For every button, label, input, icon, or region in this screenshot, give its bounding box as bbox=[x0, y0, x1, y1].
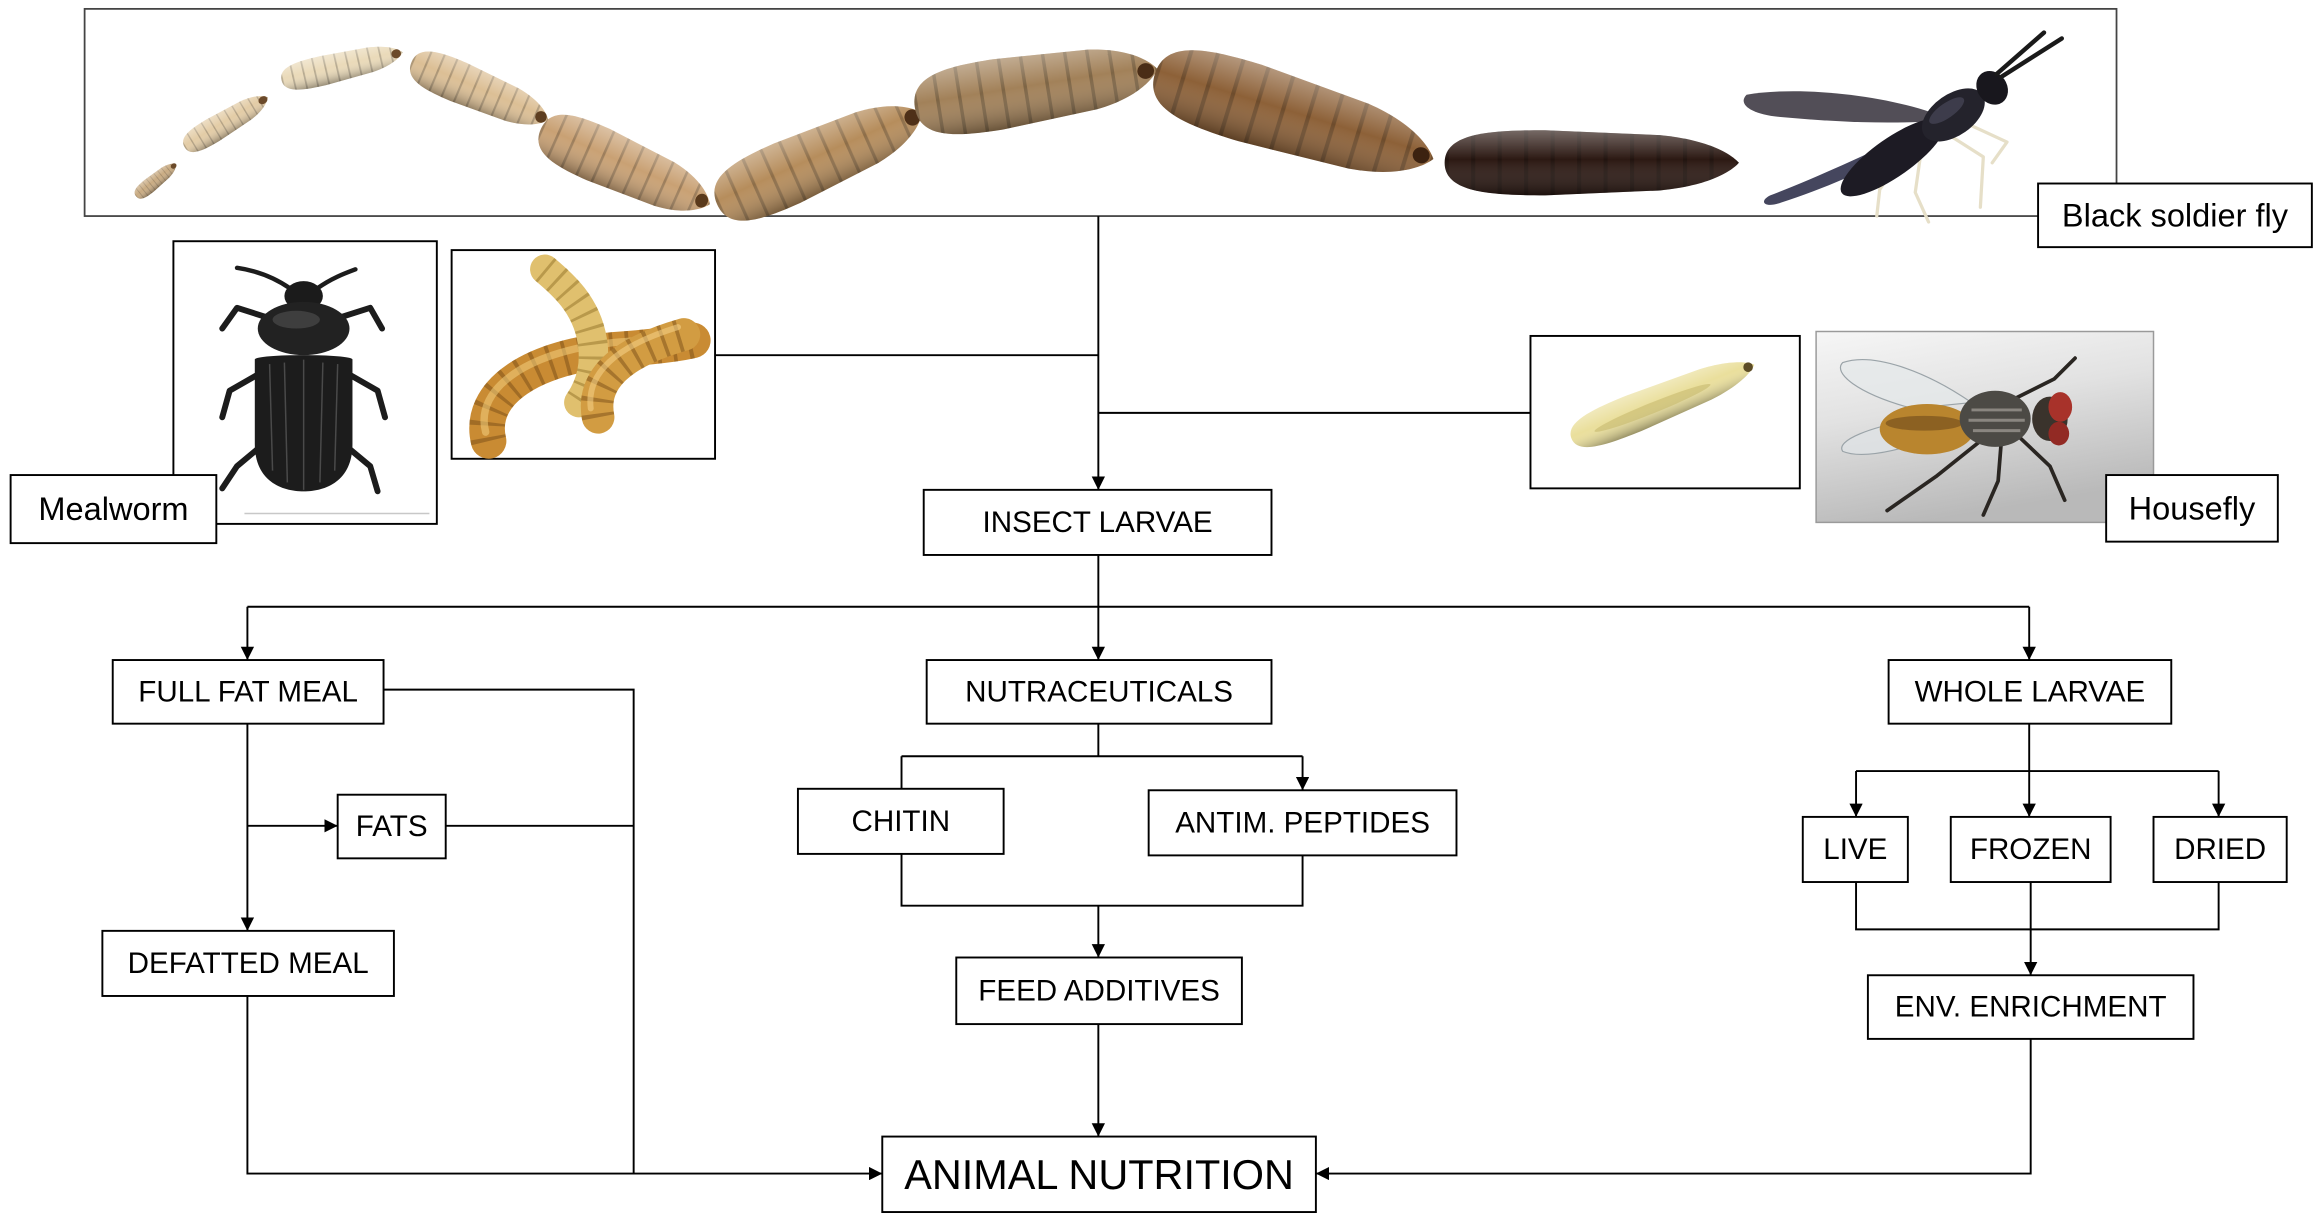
mealworm-larvae-photo bbox=[452, 250, 715, 459]
nutraceuticals-label: NUTRACEUTICALS bbox=[965, 675, 1233, 708]
beetle-antenna bbox=[317, 269, 355, 288]
black-soldier-fly-adult bbox=[1744, 33, 2062, 222]
bsf-larva-stage-8 bbox=[1143, 36, 1445, 198]
dried-label: DRIED bbox=[2174, 833, 2266, 866]
animal-nutrition-label: ANIMAL NUTRITION bbox=[904, 1151, 1294, 1198]
fly-upper-wing bbox=[1744, 91, 1932, 122]
defatted-meal-label: DEFATTED MEAL bbox=[128, 947, 369, 980]
whole-larvae-label: WHOLE LARVAE bbox=[1915, 675, 2146, 708]
node-defatted-meal: DEFATTED MEAL bbox=[102, 931, 394, 996]
larva-shading bbox=[704, 83, 936, 234]
node-insect-larvae: INSECT LARVAE bbox=[924, 490, 1272, 555]
housefly-maggot bbox=[1564, 347, 1761, 457]
node-antim-peptides: ANTIM. PEPTIDES bbox=[1149, 790, 1457, 855]
node-nutraceuticals: NUTRACEUTICALS bbox=[927, 660, 1272, 724]
beetle-pronotum bbox=[258, 302, 350, 355]
housefly-larva-photo bbox=[1530, 336, 1799, 488]
connector-full-fat-meal-to-nutrition bbox=[384, 690, 634, 1174]
frozen-label: FROZEN bbox=[1970, 833, 2092, 866]
feed-additives-label: FEED ADDITIVES bbox=[978, 974, 1220, 1007]
fly-antennae bbox=[1997, 33, 2062, 77]
housefly-eye bbox=[2048, 392, 2072, 422]
larva-shading bbox=[529, 103, 721, 230]
housefly-photo bbox=[1816, 331, 2153, 522]
larva-shading bbox=[909, 34, 1163, 143]
full-fat-meal-label: FULL FAT MEAL bbox=[138, 675, 358, 708]
mealworm-label-text: Mealworm bbox=[38, 491, 188, 527]
larva-shading bbox=[278, 38, 406, 95]
fly-body bbox=[1830, 62, 2016, 210]
bsf-larva-stage-6 bbox=[704, 83, 936, 234]
mealworm-label: Mealworm bbox=[11, 475, 217, 543]
bsf-larva-stage-2 bbox=[178, 86, 274, 158]
connector-live-dried-join bbox=[1856, 882, 2219, 929]
bsf-larva-stage-7 bbox=[909, 34, 1163, 143]
black-soldier-fly-label: Black soldier fly bbox=[2038, 184, 2312, 248]
prepupa-shading bbox=[1445, 130, 1739, 195]
bsf-larva-stage-1 bbox=[131, 158, 180, 202]
housefly-abdomen-stripe bbox=[1886, 416, 1963, 431]
housefly-eye bbox=[2048, 422, 2069, 446]
bsf-prepupa bbox=[1445, 130, 1739, 195]
node-feed-additives: FEED ADDITIVES bbox=[956, 957, 1242, 1024]
black-soldier-fly-photo bbox=[85, 9, 2117, 234]
fats-label: FATS bbox=[356, 810, 428, 843]
bsf-larva-stage-3 bbox=[278, 38, 406, 95]
beetle-pronotum-sheen bbox=[273, 311, 320, 329]
antim-peptides-label: ANTIM. PEPTIDES bbox=[1175, 806, 1430, 839]
node-dried: DRIED bbox=[2154, 817, 2287, 882]
node-chitin: CHITIN bbox=[798, 789, 1004, 854]
node-fats: FATS bbox=[338, 795, 446, 859]
env-enrichment-label: ENV. ENRICHMENT bbox=[1895, 991, 2167, 1024]
node-full-fat-meal: FULL FAT MEAL bbox=[113, 660, 384, 724]
larva-shading bbox=[178, 86, 274, 158]
beetle-antenna bbox=[237, 268, 290, 289]
fly-leg bbox=[1969, 124, 2007, 162]
node-env-enrichment: ENV. ENRICHMENT bbox=[1868, 975, 2194, 1039]
node-frozen: FROZEN bbox=[1951, 817, 2111, 882]
node-whole-larvae: WHOLE LARVAE bbox=[1889, 660, 2172, 724]
black-soldier-fly-label-text: Black soldier fly bbox=[2062, 197, 2289, 233]
housefly-label-text: Housefly bbox=[2129, 490, 2256, 526]
live-label: LIVE bbox=[1823, 833, 1887, 866]
connector-chitin-peptides-join bbox=[902, 854, 1303, 906]
larva-shading bbox=[403, 43, 556, 139]
bsf-larva-stage-5 bbox=[529, 103, 721, 230]
arrow-env-enrichment-to-animal-nutrition bbox=[1316, 1039, 2031, 1174]
arrow-defatted-meal-to-animal-nutrition bbox=[247, 996, 882, 1174]
larva-shading bbox=[1143, 36, 1445, 198]
bsf-larva-stage-4 bbox=[403, 43, 556, 139]
insect-larvae-label: INSECT LARVAE bbox=[983, 506, 1213, 539]
fly-leg bbox=[1951, 136, 1984, 207]
chitin-label: CHITIN bbox=[851, 805, 950, 838]
housefly-label: Housefly bbox=[2106, 475, 2278, 542]
node-animal-nutrition: ANIMAL NUTRITION bbox=[882, 1137, 1316, 1212]
node-live: LIVE bbox=[1803, 817, 1908, 882]
